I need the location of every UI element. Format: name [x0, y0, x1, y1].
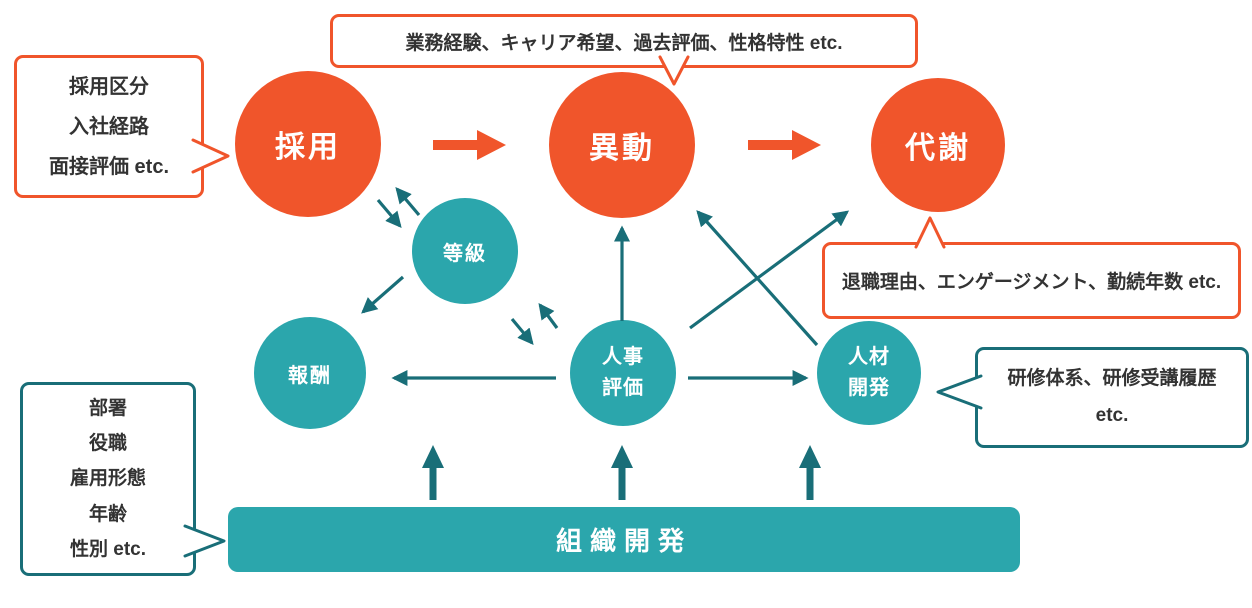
callout-attributes-line-2: 役職 — [88, 433, 127, 455]
node-grade: 等級 — [412, 198, 518, 304]
arrow-recruitment-to-grade — [376, 198, 402, 228]
node-recruitment: 採用 — [235, 71, 381, 217]
arrow-organization-up-2 — [611, 445, 633, 500]
arrow-talent-development-to-transfer — [696, 210, 819, 347]
callout-recruitment-line-2: 入社経路 — [69, 115, 149, 138]
callout-attributes-line-3: 雇用形態 — [69, 468, 146, 490]
arrow-grade-to-compensation — [361, 275, 405, 314]
node-talent-development: 人材 開発 — [817, 321, 921, 425]
arrow-recruitment-to-transfer — [433, 130, 506, 160]
callout-recruitment-info: 採用区分 入社経路 面接評価 etc. — [14, 55, 204, 198]
arrow-grade-to-recruitment — [395, 187, 421, 217]
node-transfer: 異動 — [549, 72, 695, 218]
node-transfer-label: 異動 — [589, 132, 655, 165]
callout-transfer-info: 業務経験、キャリア希望、過去評価、性格特性 etc. — [330, 14, 918, 68]
arrow-evaluation-to-grade — [538, 302, 559, 329]
node-talent-development-label-2: 開発 — [848, 377, 890, 399]
callout-attributes-line-4: 年齢 — [88, 503, 127, 525]
node-turnover-label: 代謝 — [905, 132, 971, 165]
arrow-organization-up-3 — [799, 445, 821, 500]
arrow-transfer-to-turnover — [748, 130, 821, 160]
node-evaluation: 人事 評価 — [570, 320, 676, 426]
arrow-organization-up-1 — [422, 445, 444, 500]
node-compensation: 報酬 — [254, 317, 366, 429]
node-evaluation-label-1: 人事 — [602, 346, 644, 368]
callout-training-line-1: 研修体系、研修受講履歴 — [1007, 368, 1217, 390]
callout-turnover-info: 退職理由、エンゲージメント、勤続年数 etc. — [822, 242, 1241, 319]
callout-attributes-line-1: 部署 — [88, 398, 127, 420]
node-talent-development-label-1: 人材 — [848, 346, 890, 368]
callout-training-line-2: etc. — [1095, 404, 1129, 426]
callout-attributes-info: 部署 役職 雇用形態 年齢 性別 etc. — [20, 382, 196, 576]
callout-training-info: 研修体系、研修受講履歴 etc. — [975, 347, 1249, 448]
node-organization-development-label: 組織開発 — [555, 526, 692, 556]
arrow-grade-to-evaluation — [510, 317, 534, 345]
node-recruitment-label: 採用 — [275, 131, 341, 164]
callout-attributes-line-5: 性別 etc. — [69, 538, 147, 560]
callout-recruitment-line-1: 採用区分 — [69, 75, 149, 98]
callout-transfer-text: 業務経験、キャリア希望、過去評価、性格特性 etc. — [405, 32, 843, 54]
node-compensation-label: 報酬 — [288, 364, 332, 387]
callout-recruitment-line-3: 面接評価 etc. — [48, 155, 170, 178]
node-grade-label: 等級 — [443, 242, 487, 265]
callout-turnover-text: 退職理由、エンゲージメント、勤続年数 etc. — [841, 272, 1222, 293]
node-organization-development: 組織開発 — [228, 507, 1020, 572]
node-evaluation-label-2: 評価 — [602, 377, 644, 399]
node-turnover: 代謝 — [871, 78, 1005, 212]
